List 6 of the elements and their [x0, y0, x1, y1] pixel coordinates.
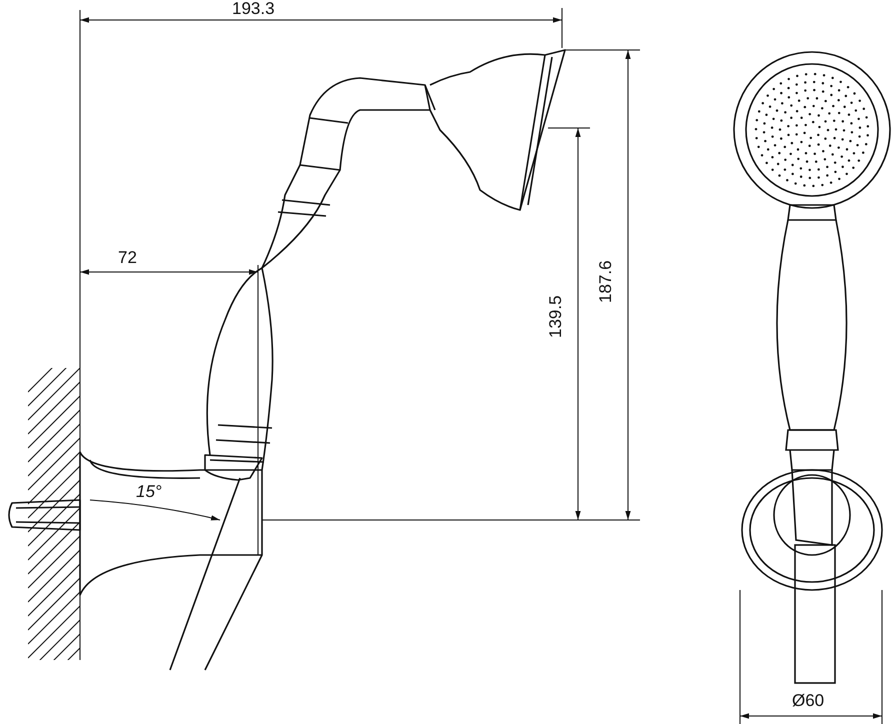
dimension-label: 139.5 — [547, 295, 564, 338]
dimension-label: Ø60 — [792, 692, 824, 709]
dimension-label: 193.3 — [232, 0, 275, 17]
dimension-label: 187.6 — [597, 260, 614, 303]
dimension-label: 72 — [118, 249, 137, 266]
angle-label: 15° — [136, 483, 162, 500]
